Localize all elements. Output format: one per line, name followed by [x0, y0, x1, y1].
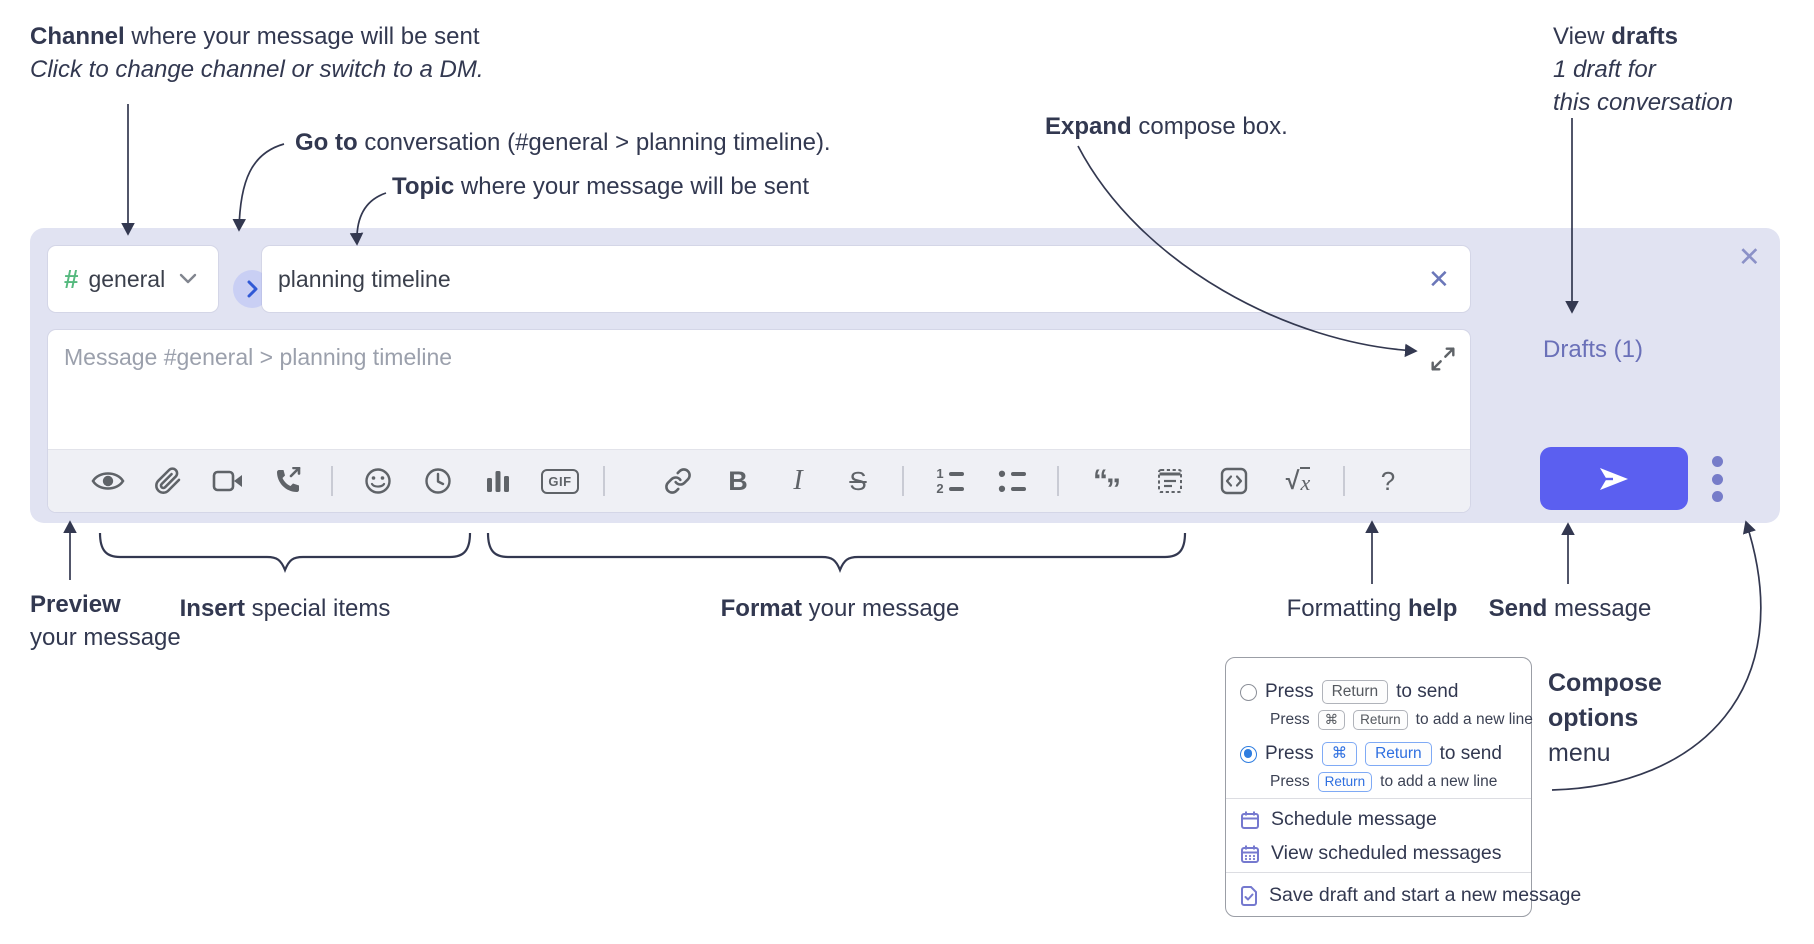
- compose-box: ✕ # general ✕: [30, 228, 1780, 523]
- compose-options-popup: Press Return to send Press ⌘ Return to a…: [1225, 657, 1581, 917]
- code-icon[interactable]: [1212, 450, 1256, 512]
- insert-brace: [98, 532, 472, 573]
- toolbar-divider: [1343, 466, 1345, 496]
- bulleted-list-icon[interactable]: • •: [990, 450, 1034, 512]
- chevron-right-icon: [247, 280, 257, 298]
- save-draft-item[interactable]: Save draft and start a new message: [1240, 884, 1581, 907]
- preview-icon[interactable]: [86, 450, 130, 512]
- format-brace: [486, 532, 1187, 573]
- radio-selected[interactable]: [1240, 745, 1257, 763]
- attach-file-icon[interactable]: [146, 450, 190, 512]
- italic-icon[interactable]: I: [793, 465, 803, 496]
- radio-unselected[interactable]: [1240, 683, 1257, 701]
- clear-topic-icon[interactable]: ✕: [1428, 264, 1450, 294]
- voice-call-icon[interactable]: [266, 450, 310, 512]
- emoji-icon[interactable]: [356, 450, 400, 512]
- drafts-annotation: View drafts 1 draft for this conversatio…: [1553, 23, 1734, 116]
- compose-options-annotation: Compose options menu: [1548, 669, 1662, 767]
- channel-name: general: [88, 265, 166, 292]
- goto-annotation: Go to conversation (#general > planning …: [295, 129, 831, 156]
- close-compose-icon[interactable]: ✕: [1738, 242, 1761, 272]
- toolbar-divider: [331, 466, 333, 496]
- expand-compose-icon[interactable]: [1428, 344, 1458, 379]
- insert-annotation: Insert special items: [179, 595, 391, 622]
- shortcut-subtext: Press Return to add a new line: [1270, 772, 1498, 792]
- link-icon[interactable]: [656, 450, 700, 512]
- drafts-link[interactable]: Drafts (1): [1543, 336, 1644, 363]
- popup-divider: [1226, 872, 1531, 873]
- topic-input[interactable]: [262, 246, 1470, 312]
- toolbar-divider: [603, 466, 605, 496]
- calendar-grid-icon: [1240, 844, 1260, 864]
- message-area: GIF B I S 1 2: [48, 330, 1470, 512]
- goto-pointer-line: [232, 143, 285, 232]
- formatting-help-icon[interactable]: ?: [1380, 465, 1396, 496]
- channel-annotation: Channel where your message will be sent …: [30, 23, 484, 83]
- chevron-down-icon: [180, 273, 197, 284]
- message-input[interactable]: [48, 330, 1470, 448]
- compose-options-menu-button[interactable]: [1702, 454, 1732, 504]
- shortcut-subtext: Press ⌘ Return to add a new line: [1270, 710, 1533, 730]
- math-icon[interactable]: √x: [1285, 466, 1311, 495]
- poll-icon[interactable]: [476, 450, 520, 512]
- send-shortcut-option-cmd-return[interactable]: Press ⌘ Return to send: [1240, 742, 1502, 766]
- popup-divider: [1226, 798, 1531, 799]
- dot: [1711, 473, 1723, 485]
- paper-plane-icon: [1600, 467, 1628, 490]
- send-button[interactable]: [1540, 447, 1688, 510]
- dot: [1711, 491, 1723, 502]
- expand-annotation: Expand compose box.: [1045, 113, 1288, 140]
- bold-icon[interactable]: B: [728, 465, 748, 496]
- schedule-message-item[interactable]: Schedule message: [1240, 808, 1437, 831]
- format-annotation: Format your message: [720, 595, 960, 622]
- channel-selector[interactable]: # general: [48, 246, 218, 312]
- send-annotation: Send message: [1488, 595, 1652, 622]
- channel-hash-icon: #: [64, 263, 79, 294]
- topic-annotation: Topic where your message will be sent: [392, 173, 810, 200]
- global-time-icon[interactable]: [416, 450, 460, 512]
- preview-annotation: Preview your message: [30, 591, 181, 651]
- spoiler-icon[interactable]: [1148, 450, 1192, 512]
- dot: [1711, 456, 1723, 467]
- toolbar-divider: [902, 466, 904, 496]
- compose-toolbar: GIF B I S 1 2: [48, 449, 1470, 512]
- quote-icon[interactable]: “”: [1093, 464, 1121, 506]
- video-call-icon[interactable]: [206, 450, 250, 512]
- send-shortcut-option-return[interactable]: Press Return to send: [1240, 680, 1458, 704]
- strikethrough-icon[interactable]: S: [849, 465, 867, 496]
- toolbar-divider: [1057, 466, 1059, 496]
- view-scheduled-messages-item[interactable]: View scheduled messages: [1240, 842, 1502, 865]
- draft-document-icon: [1240, 885, 1258, 906]
- formatting-help-annotation: Formatting help: [1286, 595, 1458, 622]
- gif-icon[interactable]: GIF: [538, 450, 582, 512]
- calendar-icon: [1240, 810, 1260, 830]
- numbered-list-icon[interactable]: 1 2: [928, 450, 972, 512]
